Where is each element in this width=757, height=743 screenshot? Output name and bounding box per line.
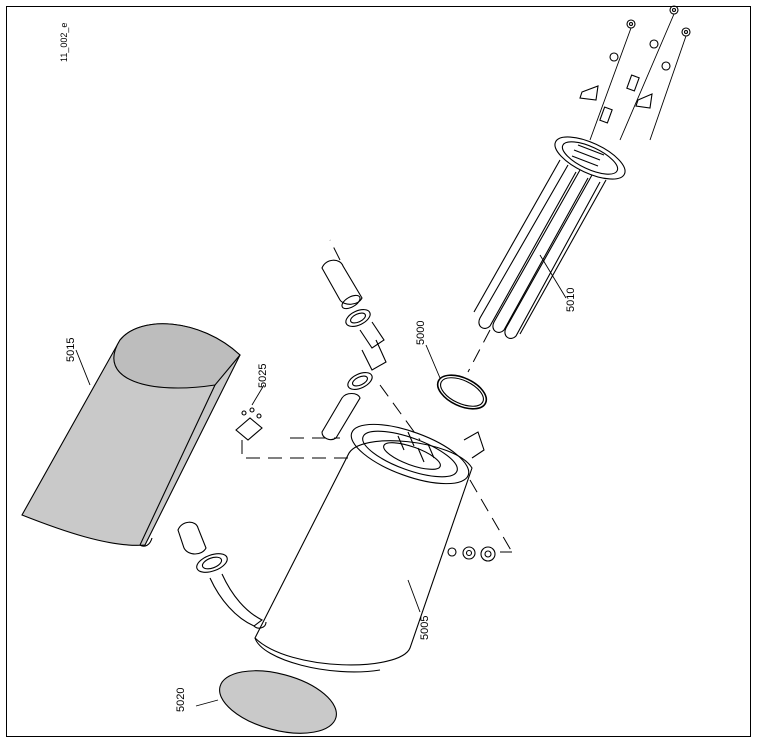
label-5020: 5020 <box>175 688 187 712</box>
label-5000: 5000 <box>415 321 427 345</box>
leader-5020 <box>195 699 219 707</box>
drawing-id: 11_002_e <box>59 23 69 62</box>
part-inlet-pipe <box>177 521 267 629</box>
label-5005: 5005 <box>419 616 431 640</box>
label-5025: 5025 <box>257 364 269 388</box>
label-5010: 5010 <box>565 288 577 312</box>
part-washer-set <box>447 546 496 562</box>
part-anode-assembly <box>321 259 387 441</box>
part-5015-jacket <box>21 323 241 547</box>
leader-5010 <box>539 254 567 299</box>
part-5010-heating-element <box>473 5 691 339</box>
assembly-line-anode-bottom <box>379 384 421 441</box>
assembly-line-anode-top <box>329 239 341 261</box>
leader-5000 <box>425 344 441 379</box>
leader-5025 <box>251 384 265 406</box>
part-5020-bottom-cover <box>219 670 337 734</box>
part-5025-connector <box>235 407 263 441</box>
assembly-line-5025 <box>241 440 350 459</box>
part-5000-gasket <box>436 374 488 410</box>
label-5015: 5015 <box>65 338 77 362</box>
drawing-frame <box>6 6 751 737</box>
assembly-line-tank <box>469 479 513 553</box>
part-5005-tank <box>254 423 485 673</box>
leader-5005 <box>407 579 421 613</box>
leader-5015 <box>75 349 91 386</box>
assembly-line-element <box>467 329 491 373</box>
